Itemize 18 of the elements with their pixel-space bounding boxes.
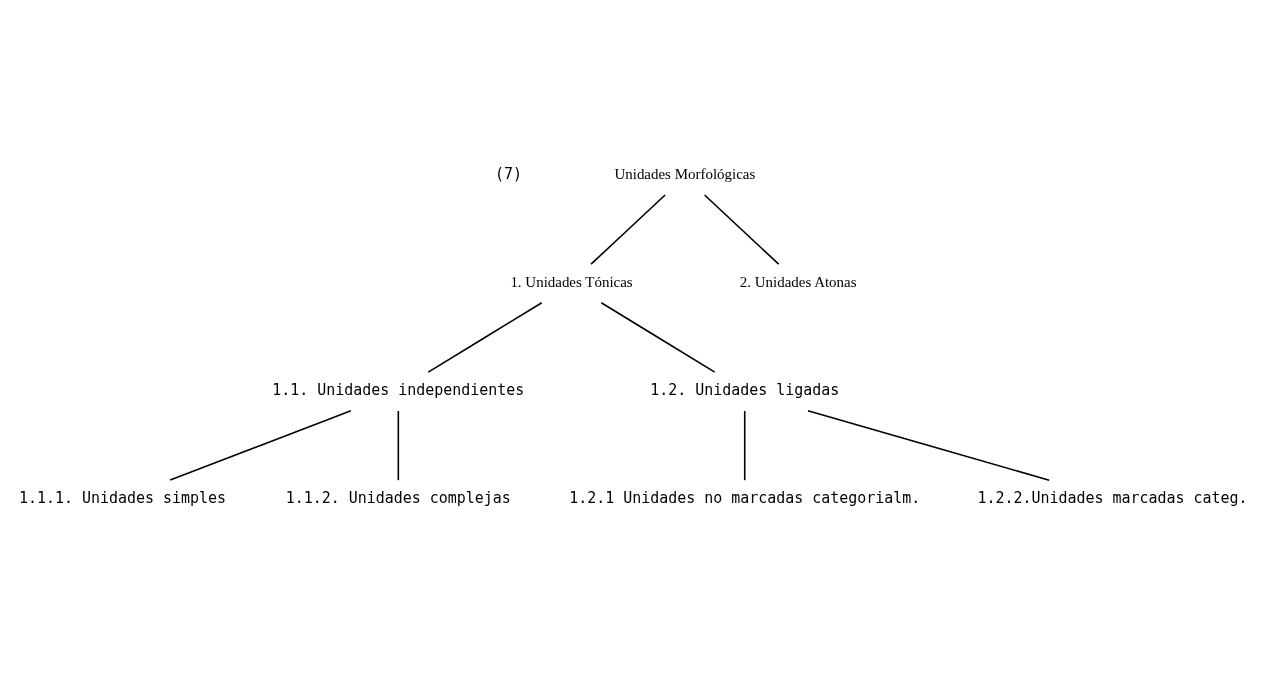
label: (7) — [494, 165, 522, 184]
connector — [169, 409, 352, 481]
connector — [703, 194, 780, 265]
connector — [807, 409, 1050, 481]
node-text: 2. Unidades Atonas — [739, 274, 857, 291]
node-text: 1.1.1. Unidades simples — [18, 489, 227, 508]
connector — [590, 194, 666, 265]
node-text: 1.2.1 Unidades no marcadas categorialm. — [569, 489, 921, 508]
node-text: 1.2.2.Unidades marcadas categ. — [977, 489, 1248, 508]
node-text: 1. Unidades Tónicas — [510, 274, 633, 291]
connector — [427, 301, 543, 373]
connector — [600, 301, 716, 373]
connector — [743, 410, 746, 481]
node-text: Unidades Morfológicas — [614, 166, 756, 183]
connector — [397, 410, 400, 481]
node-text: 1.1.2. Unidades complejas — [285, 489, 511, 508]
node-text: 1.2. Unidades ligadas — [650, 381, 840, 400]
node-text: 1.1. Unidades independientes — [272, 381, 525, 400]
